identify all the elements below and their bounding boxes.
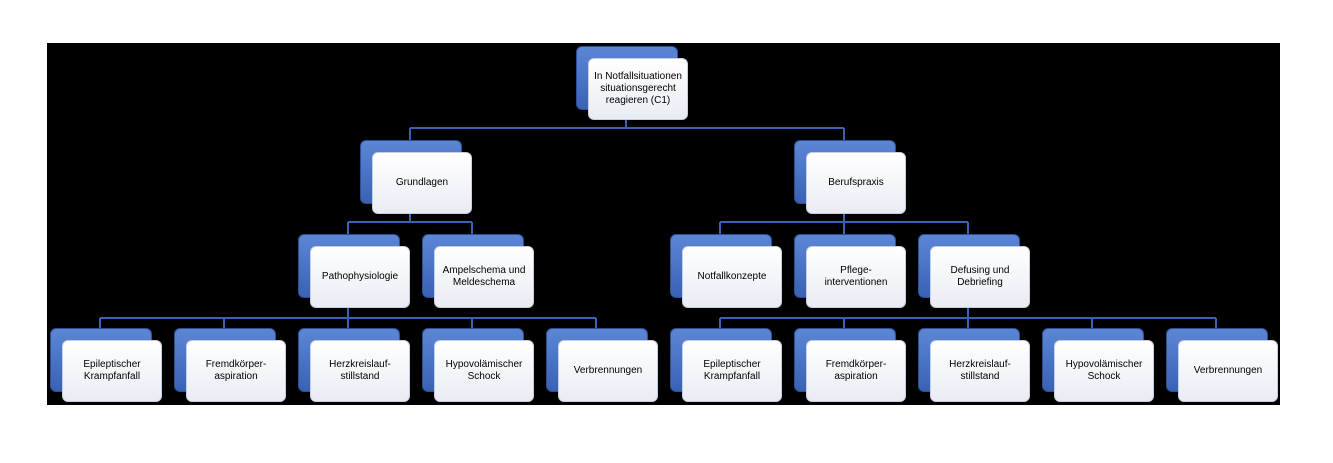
leaf-label: Hypovolämischer Schock <box>434 340 534 402</box>
leaf-berufspraxis-2: Herzkreislauf- stillstand <box>918 328 1030 402</box>
leaf-label: Verbrennungen <box>558 340 658 402</box>
node-pflegeinterventionen-label: Pflege- interventionen <box>806 246 906 308</box>
node-root: In Notfallsituationen situationsgerecht … <box>576 46 688 120</box>
leaf-label: Epileptischer Krampfanfall <box>62 340 162 402</box>
node-notfallkonzepte-label: Notfallkonzepte <box>682 246 782 308</box>
leaf-label: Epileptischer Krampfanfall <box>682 340 782 402</box>
leaf-grundlagen-4: Verbrennungen <box>546 328 658 402</box>
leaf-berufspraxis-1: Fremdkörper- aspiration <box>794 328 906 402</box>
leaf-berufspraxis-0: Epileptischer Krampfanfall <box>670 328 782 402</box>
node-defusing: Defusing und Debriefing <box>918 234 1030 308</box>
leaf-label: Herzkreislauf- stillstand <box>930 340 1030 402</box>
leaf-grundlagen-2: Herzkreislauf- stillstand <box>298 328 410 402</box>
node-pflegeinterventionen: Pflege- interventionen <box>794 234 906 308</box>
node-berufspraxis: Berufspraxis <box>794 140 906 214</box>
node-pathophysiologie-label: Pathophysiologie <box>310 246 410 308</box>
node-defusing-label: Defusing und Debriefing <box>930 246 1030 308</box>
node-ampelschema: Ampelschema und Meldeschema <box>422 234 534 308</box>
node-root-label: In Notfallsituationen situationsgerecht … <box>588 58 688 120</box>
leaf-label: Verbrennungen <box>1178 340 1278 402</box>
leaf-grundlagen-1: Fremdkörper- aspiration <box>174 328 286 402</box>
leaf-berufspraxis-4: Verbrennungen <box>1166 328 1278 402</box>
leaf-label: Hypovolämischer Schock <box>1054 340 1154 402</box>
leaf-label: Herzkreislauf- stillstand <box>310 340 410 402</box>
leaf-grundlagen-3: Hypovolämischer Schock <box>422 328 534 402</box>
node-ampelschema-label: Ampelschema und Meldeschema <box>434 246 534 308</box>
leaf-grundlagen-0: Epileptischer Krampfanfall <box>50 328 162 402</box>
node-berufspraxis-label: Berufspraxis <box>806 152 906 214</box>
node-pathophysiologie: Pathophysiologie <box>298 234 410 308</box>
node-grundlagen-label: Grundlagen <box>372 152 472 214</box>
node-grundlagen: Grundlagen <box>360 140 472 214</box>
leaf-label: Fremdkörper- aspiration <box>806 340 906 402</box>
leaf-label: Fremdkörper- aspiration <box>186 340 286 402</box>
node-notfallkonzepte: Notfallkonzepte <box>670 234 782 308</box>
leaf-berufspraxis-3: Hypovolämischer Schock <box>1042 328 1154 402</box>
